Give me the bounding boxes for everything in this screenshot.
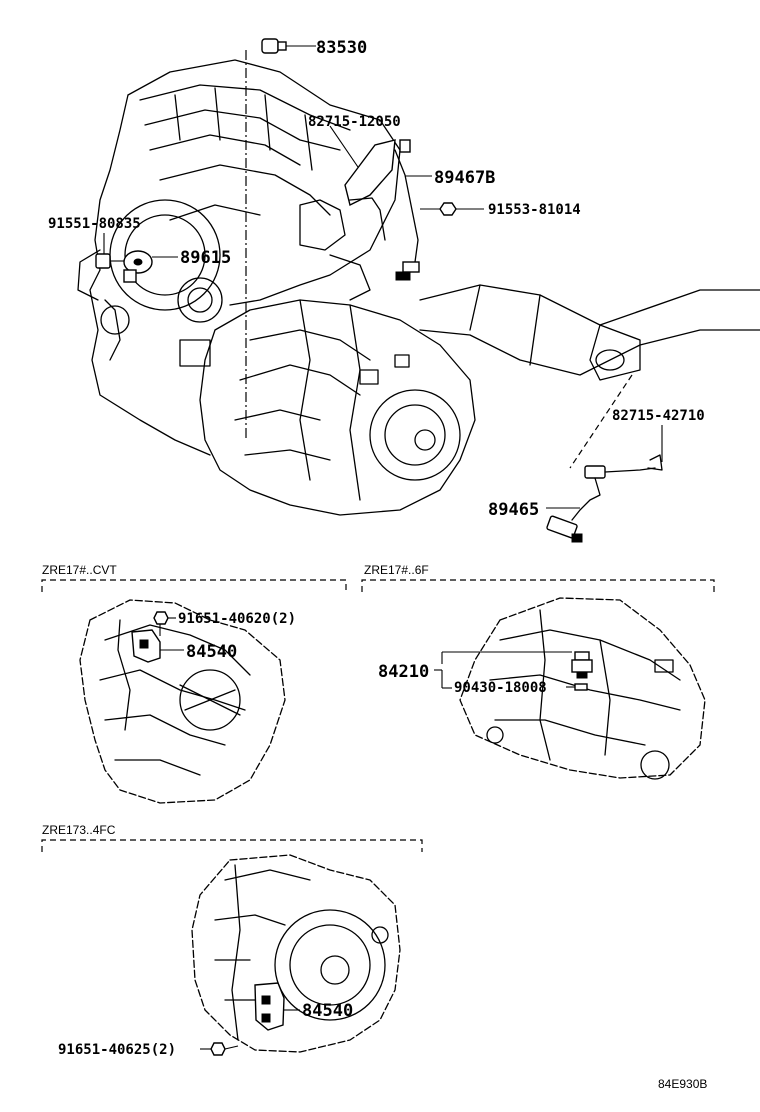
label-82715-42710[interactable]: 82715-42710 — [612, 408, 705, 424]
label-91651-40620[interactable]: 91651-40620(2) — [178, 611, 296, 627]
part-83530[interactable] — [261, 38, 316, 54]
section-cvt-header: ZRE17#..CVT — [42, 563, 117, 577]
part-84210[interactable] — [441, 651, 593, 679]
part-89467b[interactable] — [344, 139, 432, 281]
assembly-guide-line — [569, 374, 633, 469]
label-82715-12050[interactable]: 82715-12050 — [308, 114, 401, 130]
engine-drawing — [77, 50, 760, 516]
part-91553-81014[interactable] — [420, 202, 484, 216]
section-4fc: ZRE173..4FC — [41, 823, 423, 1053]
part-91651-40625[interactable] — [200, 1042, 239, 1056]
leader-82715-12050 — [329, 125, 361, 171]
section-6f: ZRE17#..6F — [361, 563, 715, 780]
label-89467b[interactable]: 89467B — [434, 168, 495, 188]
label-91553-81014[interactable]: 91553-81014 — [488, 202, 581, 218]
label-84210[interactable]: 84210 — [378, 662, 429, 682]
label-91551-80835[interactable]: 91551-80835 — [48, 216, 141, 232]
part-82715-42710[interactable] — [647, 454, 663, 471]
part-90430-18008[interactable] — [442, 683, 588, 691]
label-90430-18008[interactable]: 90430-18008 — [454, 680, 547, 696]
section-4fc-header: ZRE173..4FC — [42, 823, 116, 837]
part-91551-80835[interactable] — [95, 253, 124, 269]
label-84540-at[interactable]: 84540 — [302, 1001, 353, 1021]
part-89465[interactable] — [546, 465, 656, 543]
section-cvt: ZRE17#..CVT — [41, 563, 347, 804]
section-6f-header: ZRE17#..6F — [364, 563, 429, 577]
diagram-reference: 84E930B — [658, 1077, 707, 1091]
label-89465[interactable]: 89465 — [488, 500, 539, 520]
label-89615[interactable]: 89615 — [180, 248, 231, 268]
label-83530[interactable]: 83530 — [316, 38, 367, 58]
part-84540-cvt[interactable] — [131, 629, 184, 663]
label-91651-40625[interactable]: 91651-40625(2) — [58, 1042, 176, 1058]
part-89615[interactable] — [123, 250, 178, 283]
part-84540-at[interactable] — [254, 982, 300, 1031]
label-84540-cvt[interactable]: 84540 — [186, 642, 237, 662]
part-91651-40620[interactable] — [153, 611, 176, 636]
